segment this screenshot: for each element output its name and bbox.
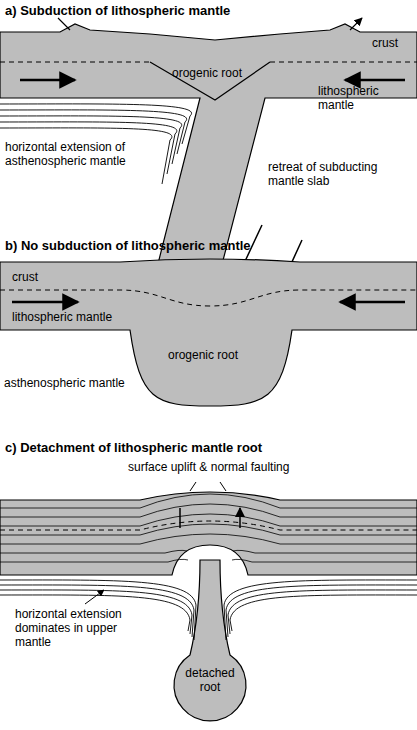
push-arrow (20, 79, 75, 82)
part-label: horizontal extension dominates in upper … (15, 607, 145, 649)
flow-lines (0, 104, 192, 184)
moho-dashed (0, 290, 417, 306)
uplift-arrow (180, 508, 240, 528)
flow-line (226, 585, 417, 637)
flow-line (228, 590, 417, 634)
root-outline (150, 62, 270, 100)
push-arrow (340, 301, 405, 304)
leader-arrow (85, 590, 104, 604)
flow-line (0, 504, 417, 517)
part-label: detached root (178, 666, 242, 694)
panel-c (0, 482, 417, 721)
strain-lines (0, 494, 417, 562)
flow-line (230, 595, 417, 631)
panel-title: a) Subduction of lithospheric mantle (5, 3, 230, 18)
detached-root-shape (174, 560, 246, 721)
part-label: asthenospheric mantle (4, 376, 125, 390)
moho-dashed (0, 62, 417, 63)
push-arrow (345, 79, 405, 82)
part-label: retreat of subducting mantle slab (268, 160, 408, 188)
panel-title: b) No subduction of lithospheric mantle (5, 238, 251, 253)
part-label: horizontal extension of asthenospheric m… (5, 140, 140, 168)
part-label: lithospheric mantle (12, 310, 112, 324)
push-arrow (12, 301, 78, 304)
normal-fault (190, 482, 226, 491)
flow-line (233, 550, 417, 553)
fault-arrow (58, 18, 362, 30)
flow-line (0, 559, 188, 562)
part-label: crust (372, 36, 398, 50)
flow-line (224, 580, 417, 640)
panel-title: c) Detachment of lithospheric mantle roo… (5, 440, 262, 455)
flow-line (232, 559, 417, 562)
moho-dashed (0, 521, 417, 530)
lithosphere-band (0, 259, 417, 406)
panel-b (0, 259, 417, 406)
part-label: orogenic root (172, 66, 242, 80)
flow-line (0, 494, 417, 508)
flow-line (0, 534, 417, 544)
part-label: surface uplift & normal faulting (128, 460, 289, 474)
flow-line (0, 550, 187, 553)
part-label: orogenic root (168, 348, 238, 362)
flow-line (0, 128, 172, 184)
part-label: crust (12, 270, 38, 284)
part-label: lithospheric mantle (318, 84, 408, 112)
